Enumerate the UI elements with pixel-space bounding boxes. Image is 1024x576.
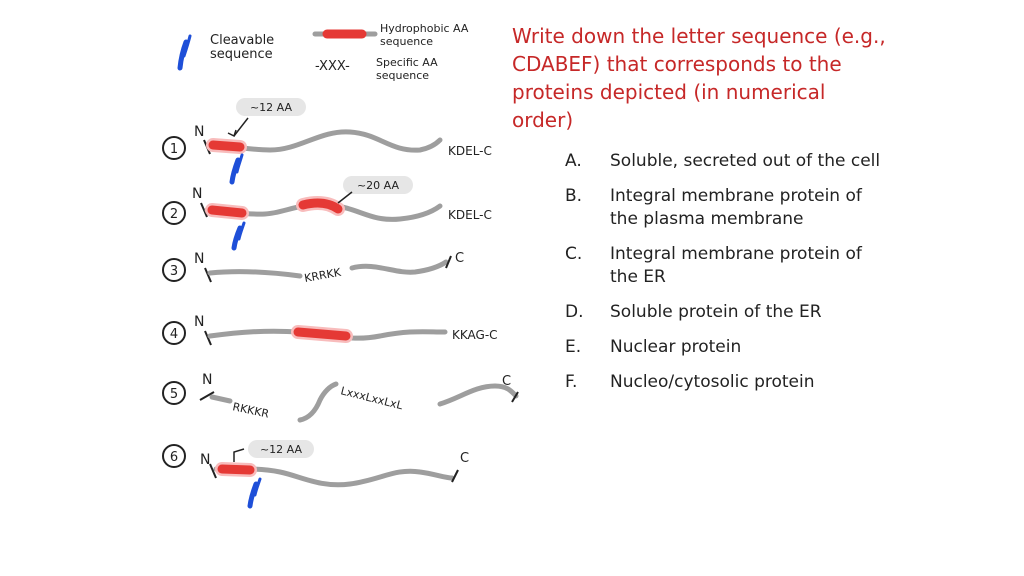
hydrophobic-segment [298,198,343,214]
protein-3: 3 N KRRKK C [162,251,464,285]
polypeptide-chain [213,466,455,488]
annotation-label: ~12 AA [250,101,293,114]
cleavage-site-icon [247,477,262,509]
c-terminus-label: C [460,451,469,466]
protein-number: 2 [170,207,178,222]
option-b: B. Integral membrane protein of the plas… [565,185,885,231]
protein-number: 1 [170,142,178,157]
option-text: Nuclear protein [610,337,742,357]
option-d: D. Soluble protein of the ER [565,301,885,324]
c-terminus-label: KKAG-C [452,328,498,342]
annotation-bubble [236,98,306,116]
option-letter: F. [565,372,578,392]
legend-specific-symbol: -XXX- [315,59,350,74]
option-a: A. Soluble, secreted out of the cell [565,150,885,173]
c-terminus-tick [445,255,452,269]
n-terminus-tick [199,391,215,401]
nes-motif: LxxxLxxLxL [339,384,405,412]
c-terminus-tick [511,391,519,403]
c-terminus-tick [451,469,459,483]
legend-hydrophobic-label-2: sequence [380,35,433,48]
nls-motif: KRRKK [303,266,342,285]
protein-diagram: Cleavable sequence Hydrophobic AA sequen… [162,22,519,509]
n-terminus-label: N [192,186,202,202]
option-letter: A. [565,151,582,171]
protein-2: 2 N ~20 AA KDEL-C [162,176,492,251]
n-terminus-label: N [202,372,212,388]
option-letter: B. [565,186,583,206]
hydrophobic-segment [293,327,351,341]
option-text: Soluble, secreted out of the cell [610,151,881,171]
protein-6: 6 N ~12 AA C [162,440,469,509]
option-e: E. Nuclear protein [565,336,885,359]
polypeptide-chain-2 [297,381,339,423]
legend-specific-label-2: sequence [376,69,429,82]
n-terminus-tick [204,330,212,346]
protein-4: 4 N KKAG-C [162,314,498,346]
n-terminus-label: N [200,452,210,468]
annotation-arrow [233,448,245,462]
n-terminus-tick [209,463,217,479]
annotation-bubble [248,440,314,458]
protein-number-circle [162,381,186,405]
polypeptide-chain [209,394,233,404]
cleavage-site-icon [229,153,244,185]
legend: Cleavable sequence Hydrophobic AA sequen… [177,22,469,82]
protein-number: 4 [170,327,178,342]
c-terminus-label: C [455,251,464,266]
option-letter: E. [565,337,582,357]
legend-cleavable-label: Cleavable [210,33,274,48]
protein-number: 6 [170,450,178,465]
legend-hydrophobic-label: Hydrophobic AA [380,22,469,35]
protein-number-circle [162,444,186,468]
annotation-arrow [233,117,249,137]
hydrophobic-segment [208,140,245,152]
protein-number: 3 [170,264,178,279]
protein-number-circle [162,136,186,160]
protein-number-circle [162,258,186,282]
protein-number: 5 [170,387,178,402]
n-terminus-label: N [194,314,204,330]
protein-number-circle [162,321,186,345]
n-terminus-tick [200,202,208,218]
option-text: Integral membrane protein of the plasma … [610,186,862,229]
option-letter: C. [565,244,583,264]
option-text: Nucleo/cytosolic protein [610,372,815,392]
annotation-label: ~20 AA [357,179,400,192]
option-letter: D. [565,302,584,322]
annotation-arrow [337,191,353,204]
cleavable-scissors-icon [177,34,192,71]
answer-options: A. Soluble, secreted out of the cell B. … [565,150,885,406]
legend-cleavable-label-2: sequence [210,47,273,62]
polypeptide-chain [207,269,303,279]
protein-1: 1 N ~12 AA KDEL-C [162,98,492,185]
cleavage-site-icon [231,221,246,251]
question-prompt: Write down the letter sequence (e.g., CD… [512,24,886,132]
polypeptide-chain-2 [349,259,449,275]
hydrophobic-segment [207,205,247,218]
nls-motif: RKKKR [231,400,270,420]
legend-specific-label: Specific AA [376,56,438,69]
option-text: Integral membrane protein of the ER [610,244,862,287]
option-c: C. Integral membrane protein of the ER [565,243,885,289]
option-f: F. Nucleo/cytosolic protein [565,371,885,394]
protein-5: 5 N RKKKR LxxxLxxLxL C [162,372,519,423]
c-terminus-label: C [502,374,511,389]
n-terminus-tick [204,267,212,283]
option-text: Soluble protein of the ER [610,302,822,322]
c-terminus-label: KDEL-C [448,208,492,222]
n-terminus-label: N [194,251,204,267]
annotation-label: ~12 AA [260,443,303,456]
annotation-bubble [343,176,413,194]
polypeptide-chain-3 [437,383,519,407]
hydrophobic-segment [217,464,255,475]
n-terminus-label: N [194,124,204,140]
polypeptide-chain [207,129,443,153]
c-terminus-label: KDEL-C [448,144,492,158]
protein-number-circle [162,201,186,225]
